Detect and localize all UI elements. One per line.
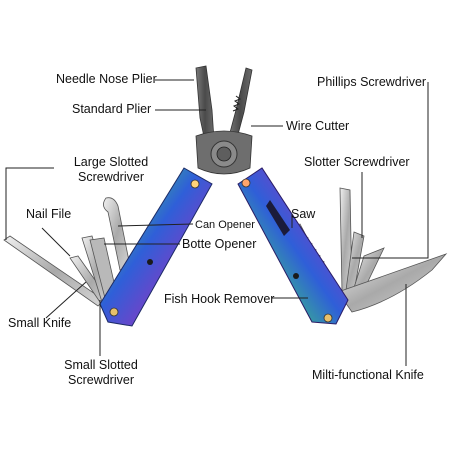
leader-lines — [5, 79, 429, 366]
label-wire-cutter: Wire Cutter — [286, 119, 350, 133]
label-small-knife: Small Knife — [8, 316, 72, 330]
right-rivet-bottom — [323, 313, 333, 323]
label-can-opener: Can Opener — [195, 219, 255, 231]
label-small-slotted-line1: Small Slotted — [64, 358, 138, 372]
label-standard-plier: Standard Plier — [72, 102, 152, 116]
multi-knife-blade — [337, 253, 448, 313]
leader-nail-file — [41, 227, 71, 257]
label-small-slotted-line2: Screwdriver — [68, 373, 134, 387]
leader-can-opener — [117, 223, 194, 227]
right-jaw — [227, 67, 253, 143]
label-slotter-screwdriver: Slotter Screwdriver — [304, 155, 410, 169]
label-fish-hook-remover: Fish Hook Remover — [164, 292, 275, 306]
label-large-slotted-screwdriver: Large Slotted Screwdriver — [56, 155, 166, 185]
right-rivet-top — [241, 178, 251, 188]
label-nail-file: Nail File — [26, 207, 72, 221]
right-handle — [237, 167, 349, 325]
label-botte-opener: Botte Opener — [182, 237, 257, 251]
left-rivet-mid — [147, 259, 153, 265]
plier-jaws — [195, 65, 253, 147]
label-small-slotted-screwdriver: Small Slotted Screwdriver — [46, 358, 156, 388]
left-rivet-bottom — [109, 307, 119, 317]
right-rivet-mid — [293, 273, 299, 279]
left-handle — [99, 167, 213, 327]
label-saw: Saw — [291, 207, 316, 221]
leader-phillips — [352, 82, 429, 259]
leader-large-slotted — [5, 167, 54, 240]
left-handle-body — [99, 167, 213, 327]
label-needle-nose-plier: Needle Nose Plier — [56, 72, 157, 86]
label-phillips-screwdriver: Phillips Screwdriver — [317, 75, 427, 89]
label-large-slotted-line1: Large Slotted — [73, 155, 149, 169]
right-handle-body — [237, 167, 349, 325]
right-handle-slot — [266, 200, 290, 236]
left-rivet-top — [190, 179, 200, 189]
pivot-bolt-inner — [216, 146, 232, 162]
label-multi-functional-knife: Milti-functional Knife — [312, 368, 424, 382]
jaw-teeth — [232, 95, 242, 112]
pivot-head — [195, 130, 253, 175]
label-large-slotted-line2: Screwdriver — [78, 170, 144, 184]
leader-small-knife — [45, 281, 87, 319]
